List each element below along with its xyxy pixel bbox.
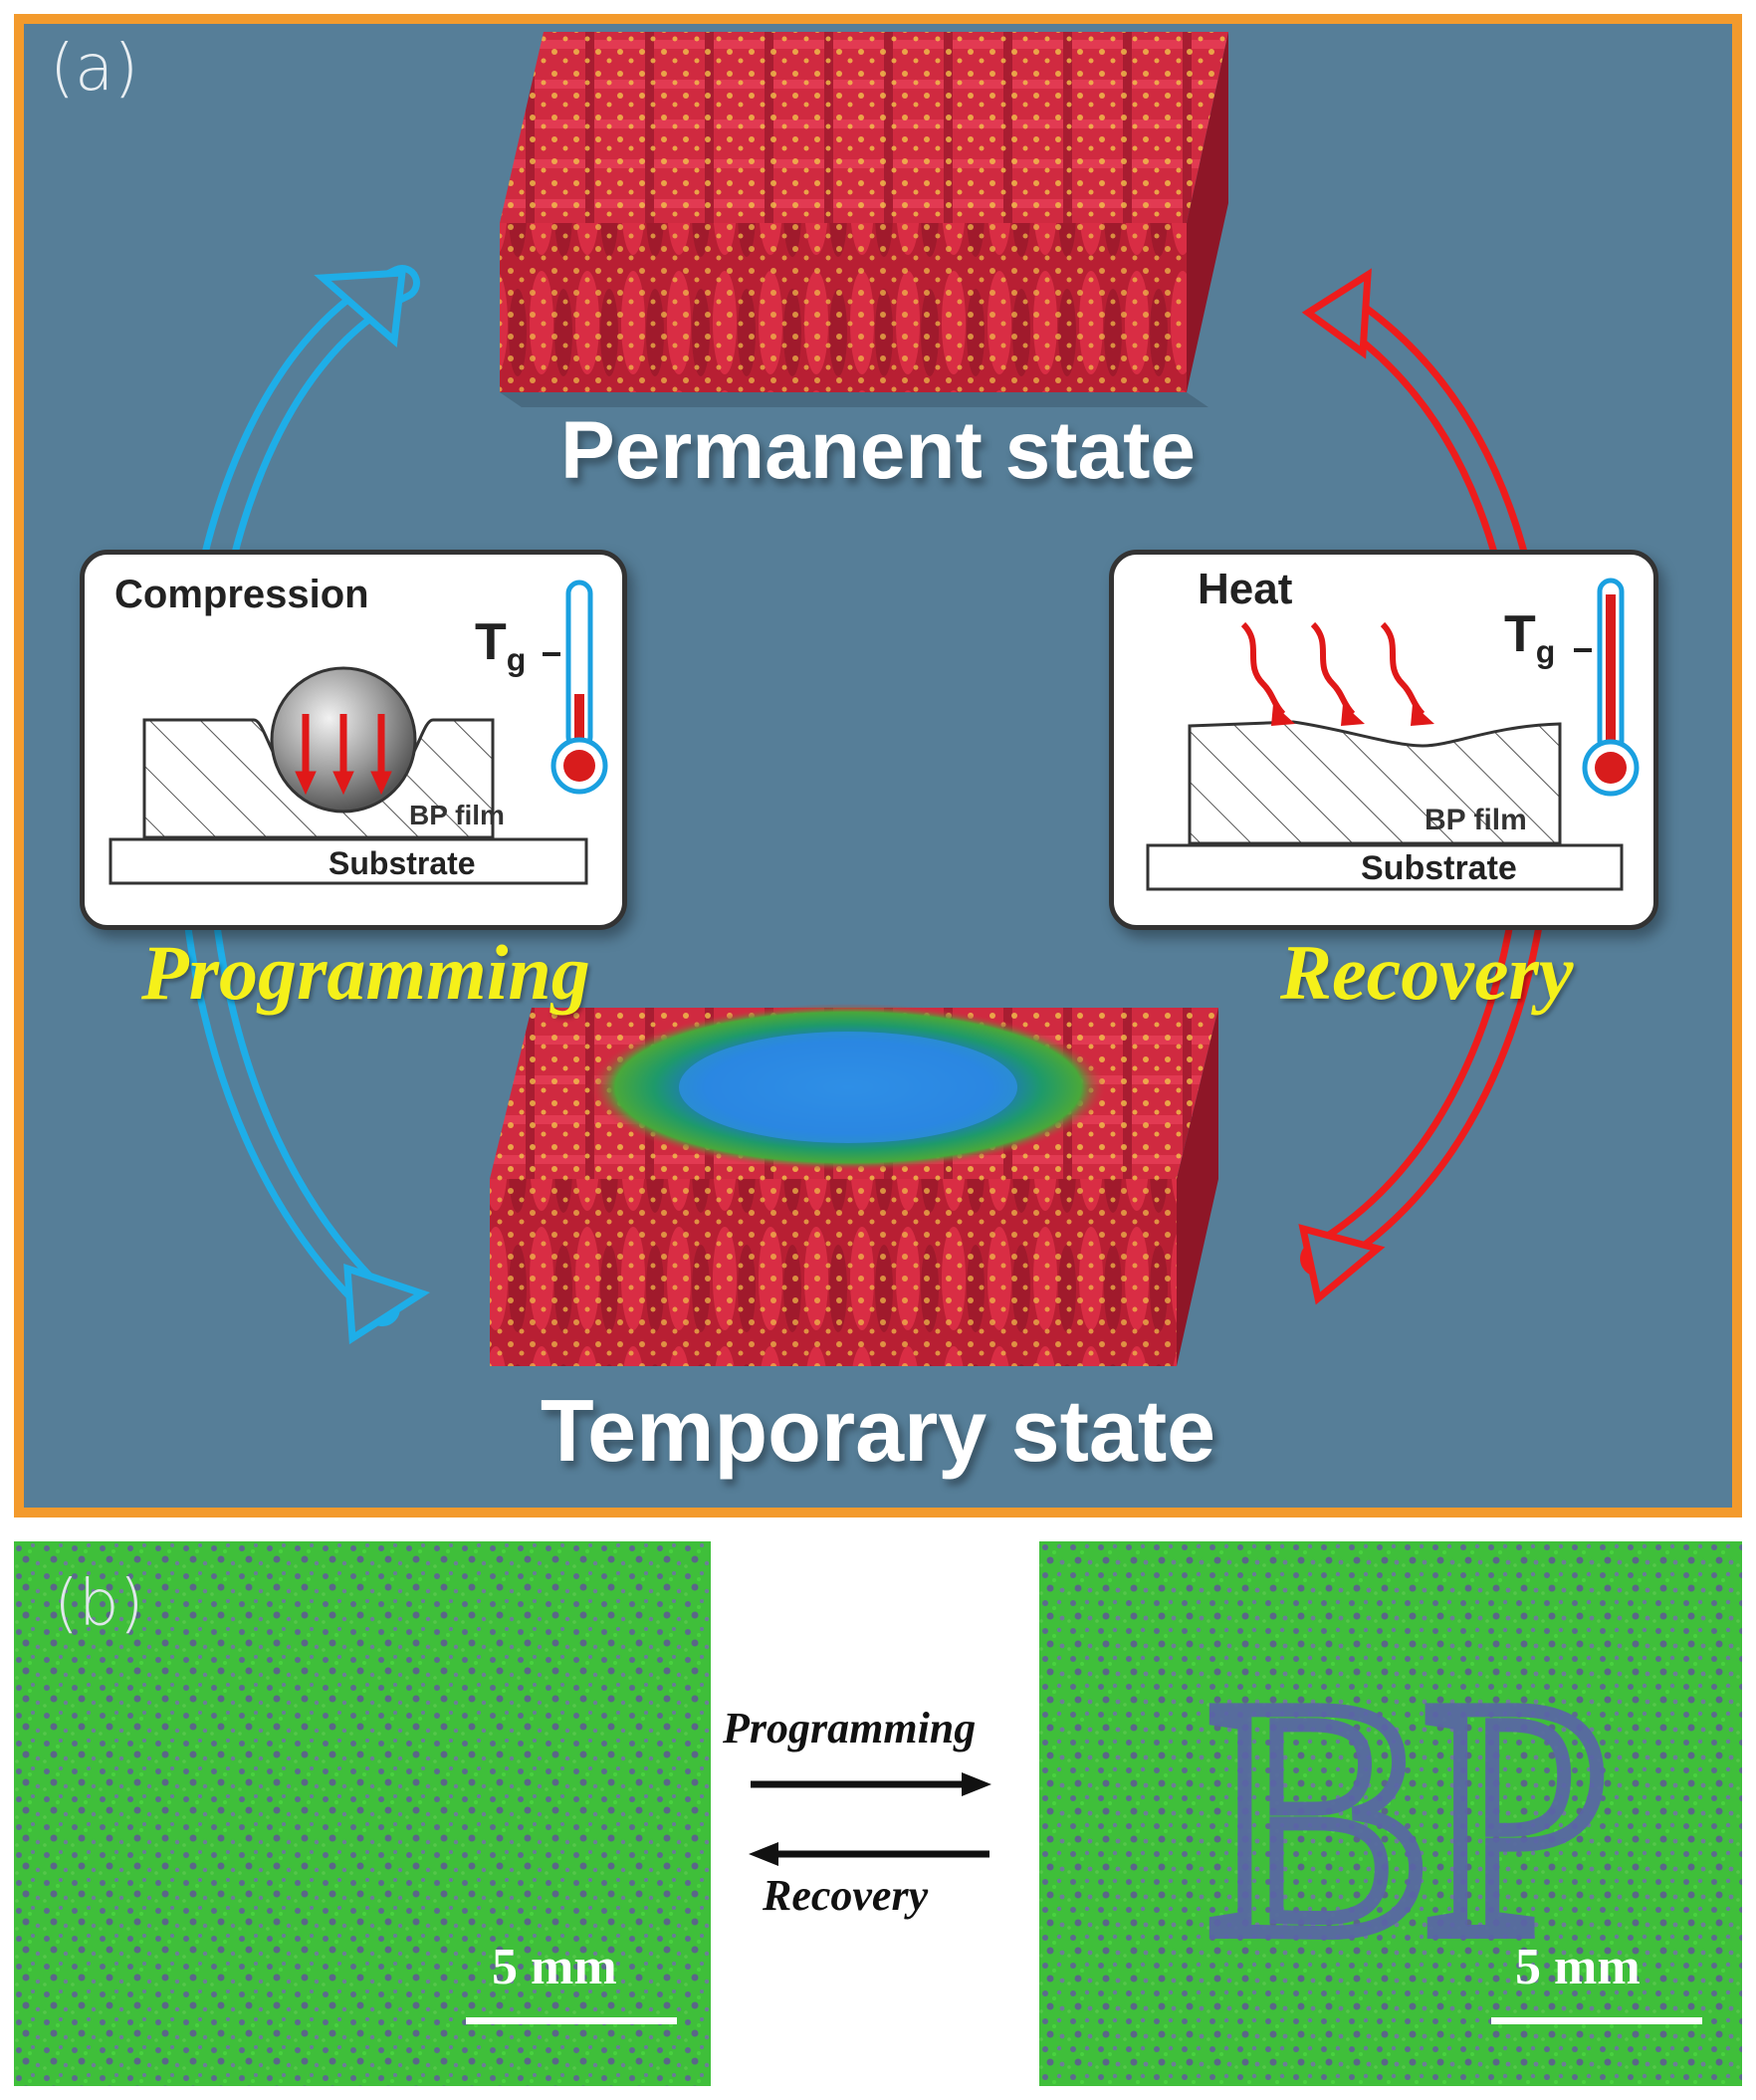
photo-after-texture: BP	[1039, 1541, 1742, 2086]
panel-b-label: (b)	[54, 1567, 144, 1641]
panel-a-label: (a)	[50, 32, 139, 106]
compression-substrate-label: Substrate	[329, 845, 476, 881]
programming-direction-label: Programming	[723, 1704, 977, 1752]
heat-substrate-label: Substrate	[1361, 849, 1517, 887]
heat-tg-main: T	[1504, 605, 1536, 663]
photo-before: (b) 5 mm	[14, 1541, 711, 2086]
compression-inset-graphics	[109, 580, 608, 885]
heat-film-label: BP film	[1425, 804, 1527, 836]
reverse-arrow	[749, 1842, 989, 1866]
direction-arrows	[749, 1772, 991, 1866]
heat-title: Heat	[1198, 565, 1293, 613]
panel-a-graphics	[174, 32, 1556, 1366]
programming-label: Programming	[141, 929, 590, 1016]
scale-bar-left	[466, 2017, 677, 2024]
scale-bar-right	[1491, 2017, 1702, 2024]
bp-imprint: BP	[1207, 1630, 1602, 2005]
compression-tg: Tg	[475, 612, 526, 678]
forward-arrow	[751, 1772, 991, 1796]
compression-film-label: BP film	[409, 800, 505, 830]
heat-inset: Heat Tg BP film Substrate	[1109, 550, 1658, 930]
compression-tg-main: T	[475, 613, 507, 671]
heat-tg: Tg	[1504, 604, 1555, 670]
photo-after: BP 5 mm	[1039, 1541, 1742, 2086]
scale-text-left: 5 mm	[492, 1939, 617, 1995]
compression-title: Compression	[114, 573, 369, 616]
panel-a: (a) Permanent state Temporary state	[14, 14, 1742, 1517]
photo-before-texture	[14, 1541, 711, 2086]
recovery-direction-label: Recovery	[763, 1871, 929, 1920]
compression-tg-sub: g	[506, 641, 527, 678]
compression-inset: Compression Tg BP film Substrate	[80, 550, 627, 930]
permanent-state-label: Permanent state	[559, 405, 1197, 496]
heat-tg-sub: g	[1535, 633, 1556, 670]
panel-b: (b) 5 mm Programming Recovery	[14, 1541, 1742, 2086]
recovery-label: Recovery	[1280, 929, 1574, 1016]
heat-inset-graphics	[1146, 578, 1640, 891]
permanent-state-block	[500, 32, 1228, 407]
temporary-state-block	[490, 1004, 1218, 1366]
scale-text-right: 5 mm	[1515, 1939, 1641, 1995]
temporary-state-label: Temporary state	[540, 1381, 1216, 1480]
